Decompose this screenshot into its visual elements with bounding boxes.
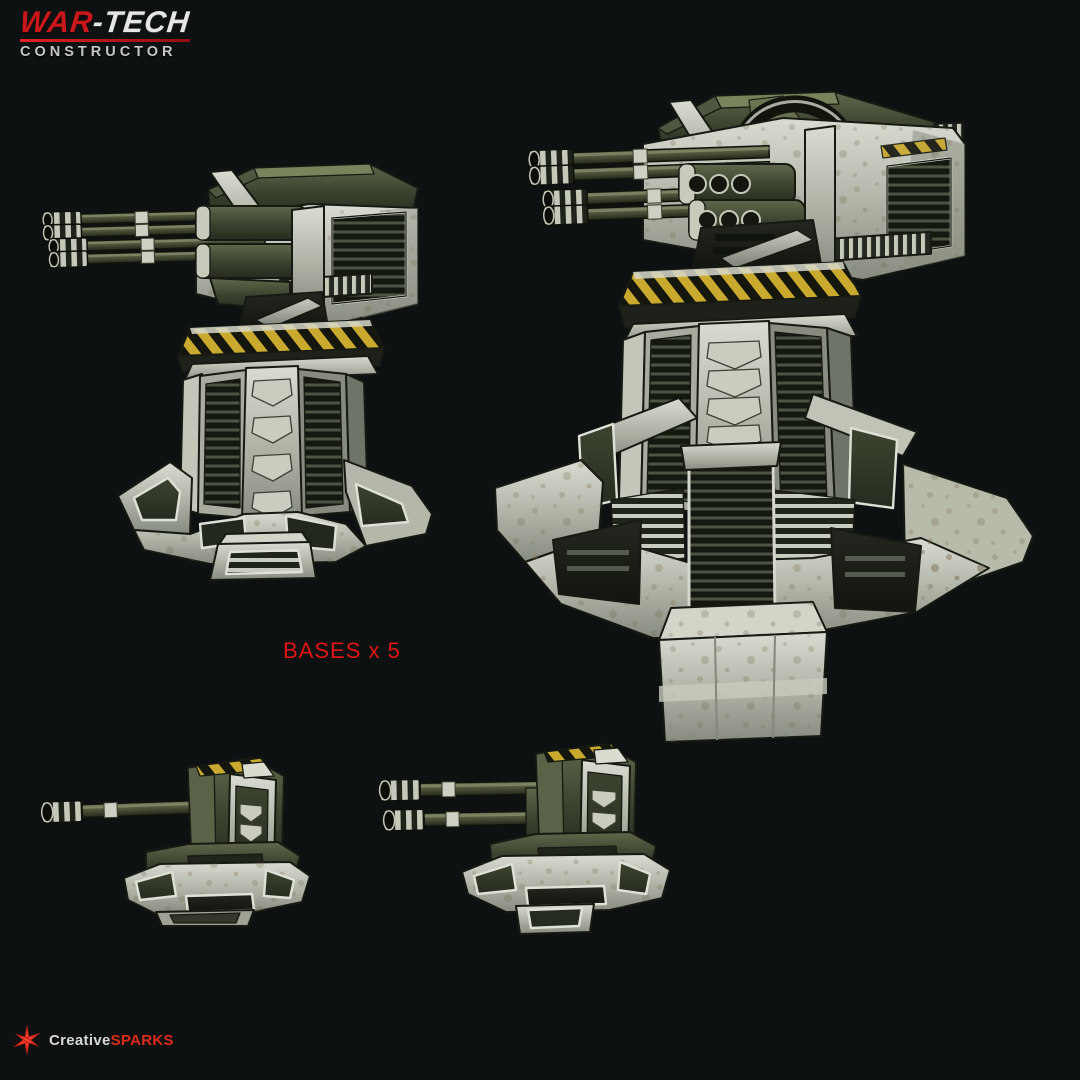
caption-bases-count: BASES x 5 [283, 638, 401, 663]
logo-subtitle: CONSTRUCTOR [20, 44, 177, 60]
logo-war: WAR [18, 6, 95, 39]
footer-creative-label: Creative [49, 1031, 111, 1049]
logo-wartech: WAR-TECH CONSTRUCTOR [18, 6, 192, 60]
footer-brand-text: CreativeSPARKS [49, 1032, 174, 1049]
model-twin-cannon-turret-small [378, 740, 683, 940]
logo-wordmark: WAR-TECH [18, 6, 192, 39]
footer-brand: CreativeSPARKS [12, 1024, 174, 1056]
model-quad-cannon-turret-large-front-view [483, 88, 1055, 760]
model-single-cannon-turret-small [38, 752, 313, 930]
logo-underline [20, 39, 190, 42]
logo-tech: TECH [102, 6, 192, 39]
footer-sparks-label: SPARKS [110, 1031, 174, 1049]
spark-star-icon [12, 1024, 42, 1056]
model-quad-cannon-turret-side-view [40, 162, 470, 582]
